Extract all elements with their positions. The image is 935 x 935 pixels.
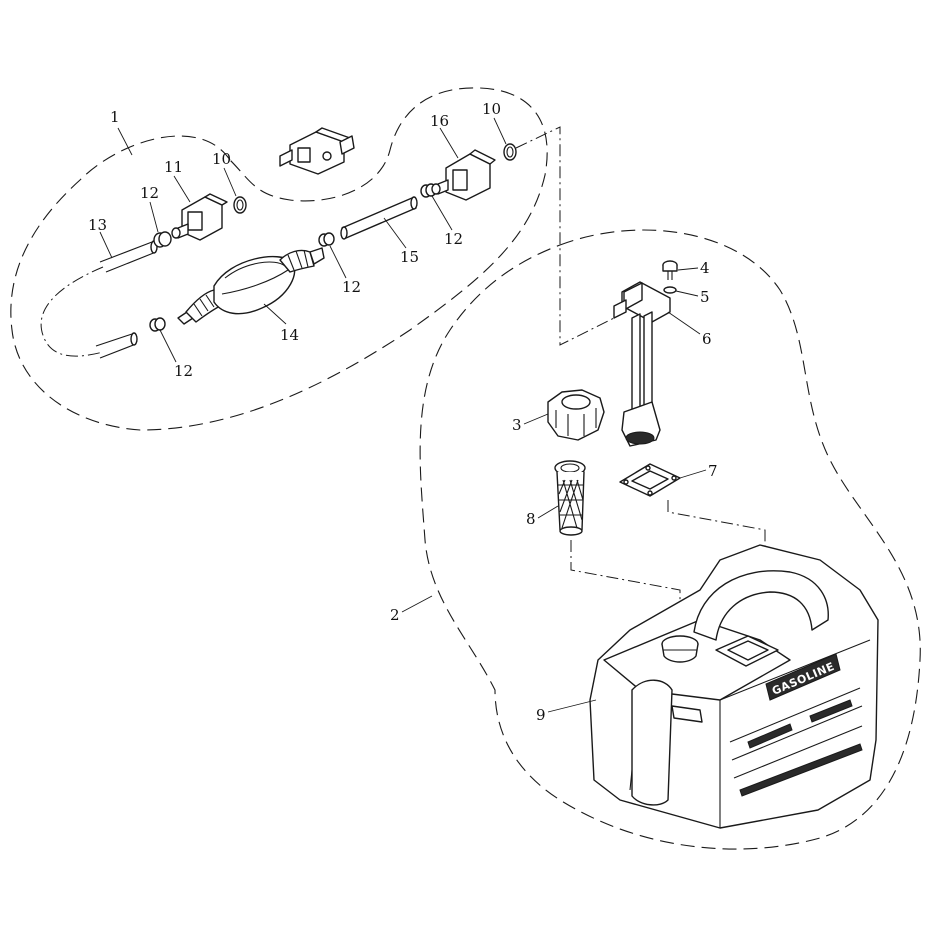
group-2-boundary [419, 229, 921, 850]
connector-11 [171, 193, 228, 241]
o-ring-10a-inner [236, 199, 244, 211]
o-ring-10b [503, 143, 517, 161]
washer-5 [663, 286, 677, 294]
leader-lines [99, 117, 707, 713]
callout-12b: 12 [174, 362, 193, 380]
gasoline-label-plate [765, 653, 841, 701]
fuel-gauge-assembly-6 [613, 281, 671, 447]
gasket-7 [619, 463, 681, 497]
o-ring-10a [233, 196, 247, 214]
callout-11: 11 [164, 158, 183, 176]
callout-15: 15 [400, 248, 419, 266]
engine-connector-fitting [279, 127, 355, 175]
o-ring-10b-inner [506, 146, 514, 158]
hose-clamp-12c [318, 232, 335, 247]
callout-12d: 12 [444, 230, 463, 248]
callout-7: 7 [708, 462, 718, 480]
callout-5: 5 [700, 288, 710, 306]
callout-16: 16 [430, 112, 449, 130]
callout-10b: 10 [482, 100, 501, 118]
filter-screen-8 [554, 460, 586, 536]
callout-14: 14 [280, 326, 299, 344]
routing-line-connector-to-gauge [515, 126, 621, 346]
screw-4 [662, 260, 678, 280]
callout-4: 4 [700, 259, 710, 277]
primer-bulb-14 [177, 247, 325, 325]
callout-3: 3 [512, 416, 522, 434]
connector-16 [431, 149, 496, 201]
callout-9: 9 [536, 706, 546, 724]
callout-2: 2 [390, 606, 400, 624]
fuel-hose-15 [340, 196, 418, 240]
callout-12c: 12 [342, 278, 361, 296]
callout-10a: 10 [212, 150, 231, 168]
fuel-tank-9 [589, 544, 879, 829]
filler-cap-3 [547, 389, 605, 441]
callout-12a: 12 [140, 184, 159, 202]
hose-clamp-12b [149, 317, 166, 332]
fuel-hose-13 [40, 240, 158, 359]
callout-13: 13 [88, 216, 107, 234]
callout-6: 6 [702, 330, 712, 348]
hose-clamp-12a [153, 231, 172, 248]
callout-8: 8 [526, 510, 536, 528]
callout-1: 1 [110, 108, 120, 126]
